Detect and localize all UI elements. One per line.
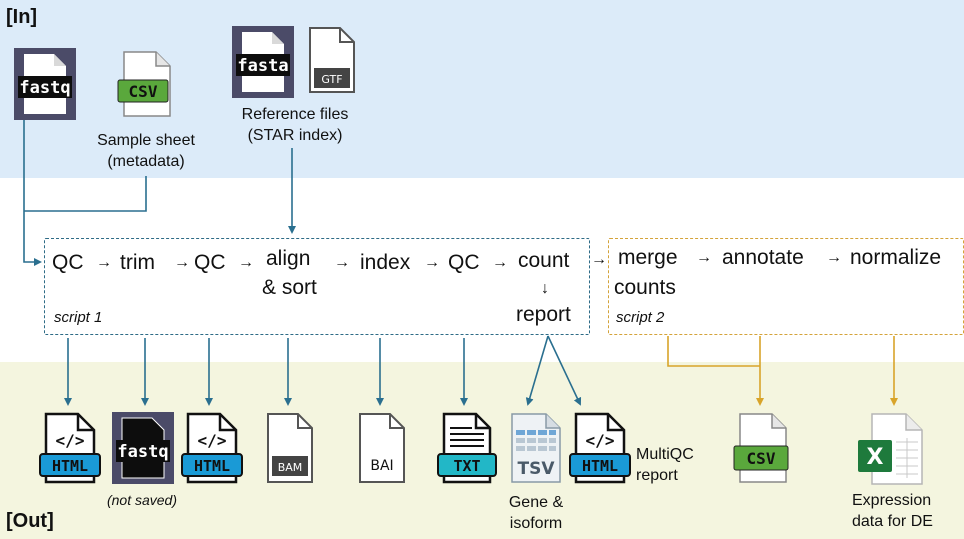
csv-output-icon: CSV [733,413,789,483]
step-normalize: normalize [850,246,942,269]
svg-text:</>: </> [198,431,227,450]
html-output-icon-3: </> HTML [569,412,631,484]
step-count: count [518,249,570,272]
reference-line1: Reference files [241,106,349,123]
multiqc-caption: MultiQC report [636,444,694,486]
bai-output-icon: BAI [359,413,405,483]
step-annotate: annotate [722,246,804,269]
fasta-input-icon: fasta [232,26,294,98]
step-sort: & sort [262,276,317,299]
script1-label: script 1 [54,309,103,326]
multiqc-line1: MultiQC [636,446,694,463]
expression-line1: Expression [852,492,932,509]
fastq-output-label: fastq [117,442,168,462]
arrow-3: → [238,254,254,271]
arrow-1: → [96,254,112,271]
tsv-output-icon: TSV [511,413,561,483]
fastq-input-label: fastq [19,78,70,98]
csv-output-label: CSV [747,449,776,468]
step-align: align [266,247,311,270]
arrow-8: → [826,249,842,266]
arrow-7: → [696,249,712,266]
arrow-2: → [174,254,190,271]
step-trim: trim [120,251,155,274]
html-output-icon-2: </> HTML [181,412,243,484]
bam-output-label: BAM [278,461,303,474]
arrow-down: ↓ [541,280,549,297]
step-qc-1: QC [52,251,84,274]
sample-sheet-line2: (metadata) [107,153,185,170]
step-report: report [516,303,571,326]
step-qc-3: QC [448,251,480,274]
not-saved-note: (not saved) [106,492,178,508]
multiqc-line2: report [636,467,678,484]
csv-input-icon: CSV [117,51,171,117]
html-output-label-3: HTML [582,457,618,475]
script2-label: script 2 [616,309,665,326]
arrow-between-scripts: → [591,251,607,268]
html-output-icon-1: </> HTML [39,412,101,484]
txt-output-label: TXT [453,457,480,475]
gtf-input-icon: GTF [309,27,355,93]
reference-line2: (STAR index) [247,127,343,144]
excel-output-icon: X [858,413,923,485]
arrow-5: → [424,254,440,271]
bai-output-label: BAI [370,458,393,474]
csv-input-label: CSV [129,82,158,101]
script2-box [608,238,964,335]
gene-isoform-line1: Gene & [508,494,564,511]
txt-output-icon: TXT [437,412,497,484]
step-index: index [360,251,411,274]
gene-isoform-line2: isoform [509,515,563,532]
reference-files-caption: Reference files (STAR index) [228,104,362,146]
html-output-label-1: HTML [52,457,88,475]
svg-text:X: X [867,445,884,470]
step-merge: merge [618,246,678,269]
sample-sheet-line1: Sample sheet [97,132,195,149]
expression-data-caption: Expression data for DE [852,490,933,532]
expression-line2: data for DE [852,513,933,530]
step-qc-2: QC [194,251,226,274]
in-section-label: [In] [6,6,38,28]
bam-output-icon: BAM [267,413,313,483]
fastq-output-icon: fastq [112,412,174,484]
fastq-input-icon: fastq [14,48,76,120]
svg-text:</>: </> [586,431,615,450]
svg-text:</>: </> [56,431,85,450]
arrow-6: → [492,254,508,271]
step-counts: counts [614,276,676,299]
fasta-input-label: fasta [237,56,288,76]
gene-isoform-caption: Gene & isoform [494,492,578,534]
gtf-input-label: GTF [321,73,342,86]
script1-box [44,238,590,335]
sample-sheet-caption: Sample sheet (metadata) [86,130,206,172]
out-section-label: [Out] [6,510,54,532]
arrow-4: → [334,254,350,271]
tsv-output-label: TSV [518,459,556,479]
html-output-label-2: HTML [194,457,230,475]
